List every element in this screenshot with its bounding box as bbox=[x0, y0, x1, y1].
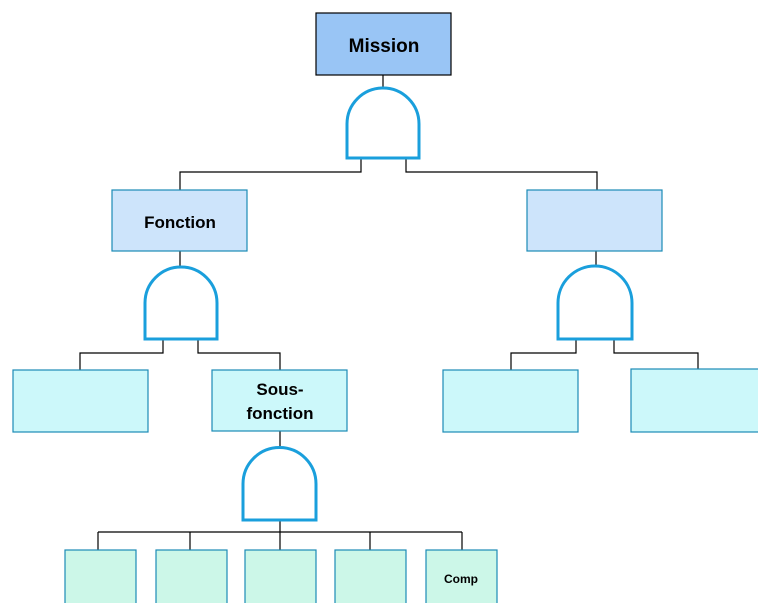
connector-right-leaf-a bbox=[510, 339, 577, 370]
mission-label: Mission bbox=[349, 36, 420, 57]
connector-mission-right bbox=[405, 158, 598, 190]
component-box-3[interactable] bbox=[244, 549, 317, 603]
mission-box[interactable] bbox=[315, 12, 452, 76]
and-gate-icon bbox=[143, 265, 219, 341]
connector-fonction-sous bbox=[197, 339, 281, 370]
component-5-label: Comp bbox=[444, 572, 478, 586]
boxes bbox=[12, 12, 758, 603]
connector-lines bbox=[79, 75, 699, 550]
leaf-right-b-box[interactable] bbox=[630, 368, 758, 433]
component-box-5[interactable] bbox=[425, 549, 498, 603]
leaf-left-box[interactable] bbox=[12, 369, 149, 433]
connector-fonction-leaf bbox=[79, 339, 164, 370]
gates bbox=[143, 86, 634, 522]
and-gate-icon bbox=[556, 264, 634, 341]
sous-fonction-box[interactable] bbox=[211, 369, 348, 432]
connector-mission-fonction bbox=[179, 158, 362, 190]
leaf-right-a-box[interactable] bbox=[442, 369, 579, 433]
component-box-4[interactable] bbox=[334, 549, 407, 603]
sous-fonction-label-line2: fonction bbox=[246, 404, 313, 423]
fonction-box[interactable] bbox=[111, 189, 248, 252]
component-box-1[interactable] bbox=[64, 549, 137, 603]
component-box-2[interactable] bbox=[155, 549, 228, 603]
and-gate-icon bbox=[241, 446, 318, 522]
fonction-label: Fonction bbox=[144, 213, 216, 232]
and-gate-icon bbox=[345, 86, 421, 160]
sous-fonction-label-line1: Sous- bbox=[256, 380, 303, 399]
connector-right-leaf-b bbox=[613, 339, 699, 370]
fonction-right-box[interactable] bbox=[526, 189, 663, 252]
